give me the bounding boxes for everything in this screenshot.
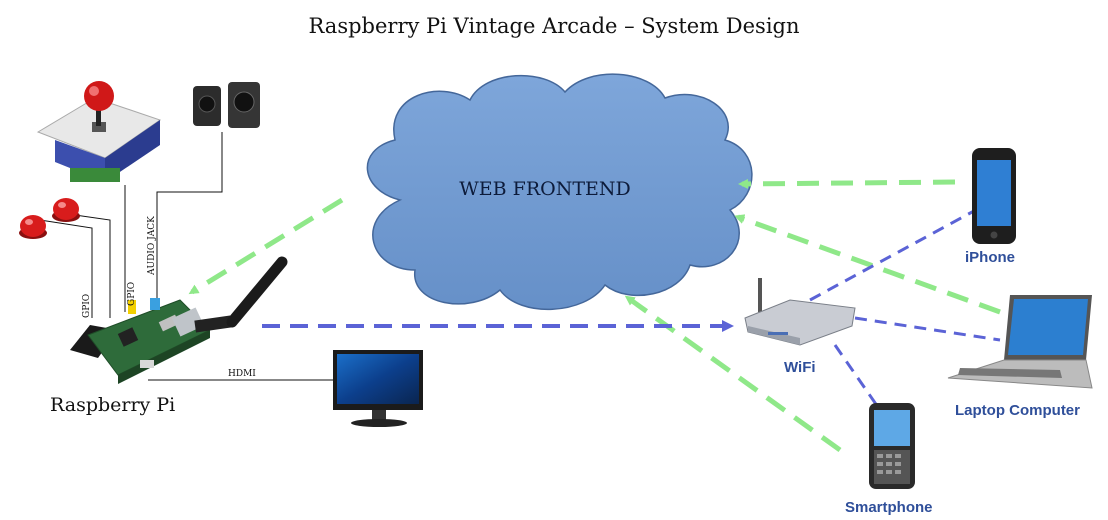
laptop-label: Laptop Computer (955, 402, 1080, 419)
wifi-router-icon (744, 278, 856, 346)
smartphone-label: Smartphone (845, 499, 933, 516)
monitor-icon (333, 350, 423, 427)
raspberry-pi-board-icon (70, 298, 211, 384)
link-cloud-to-rpi (188, 197, 344, 295)
diagram-title: Raspberry Pi Vintage Arcade – System Des… (308, 14, 800, 38)
raspberry-pi-label: Raspberry Pi (50, 394, 176, 416)
link-wifi-smartphone (833, 344, 882, 411)
speakers-icon (193, 82, 260, 128)
link-laptop-to-cloud (734, 214, 1001, 315)
link-wifi-laptop (854, 316, 1001, 342)
web-frontend-cloud (366, 73, 753, 310)
link-wifi-iphone (809, 203, 986, 302)
iphone-label: iPhone (965, 249, 1016, 266)
link-smartphone-to-cloud (624, 295, 842, 453)
joystick-icon (36, 81, 162, 182)
iphone-icon (972, 148, 1016, 244)
hdmi-label: HDMI (228, 369, 256, 379)
gpio-label-1: GPIO (82, 293, 92, 318)
gpio-label-2: GPIO (127, 281, 137, 306)
connector-lines (39, 132, 333, 381)
green-links (188, 178, 1001, 453)
arcade-buttons-icon (19, 198, 80, 239)
wifi-label: WiFi (784, 359, 816, 376)
smartphone-icon (869, 403, 915, 489)
wifi-dongle-icon (194, 256, 288, 333)
web-frontend-label: WEB FRONTEND (459, 178, 631, 200)
laptop-icon (947, 295, 1093, 389)
blue-links (262, 203, 1001, 411)
link-iphone-to-cloud (738, 178, 956, 189)
audio-jack-label: AUDIO JACK (147, 216, 157, 275)
